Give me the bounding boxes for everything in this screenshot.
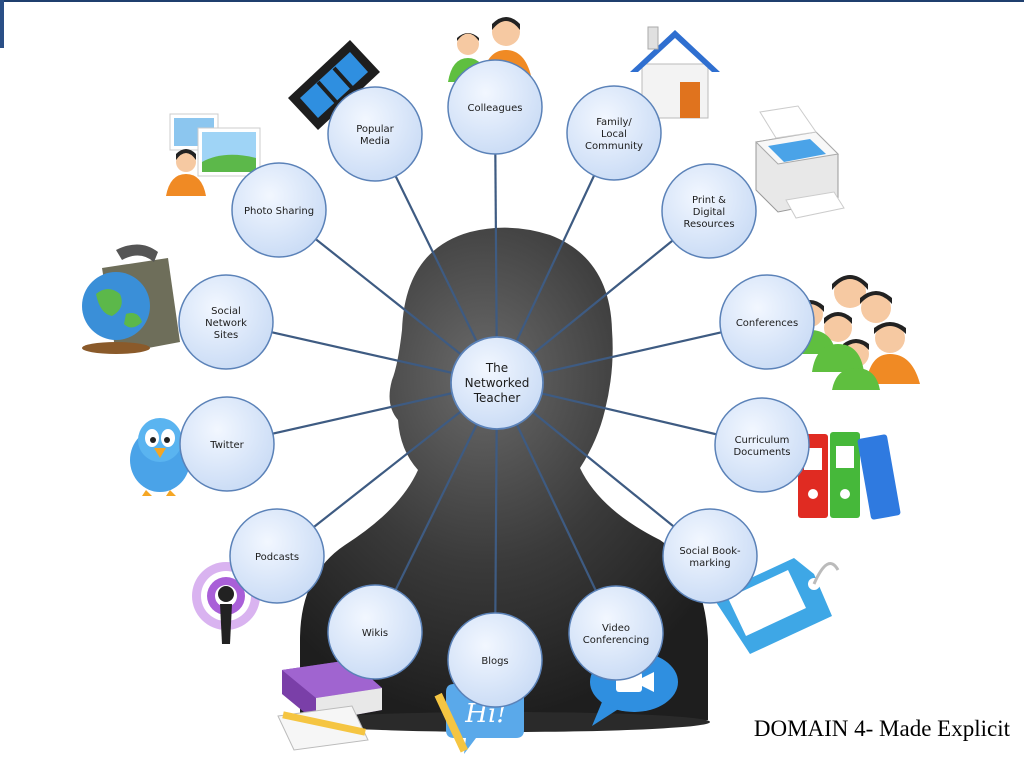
node-label-line: Social — [211, 306, 241, 317]
node-blogs: Blogs — [447, 612, 543, 708]
node-colleagues: Colleagues — [447, 59, 543, 155]
node-label-line: Video — [602, 623, 630, 634]
node-circle — [179, 396, 275, 492]
node-label-line: Digital — [693, 207, 725, 218]
node-label-line: Local — [601, 129, 627, 140]
node-label-line: Photo Sharing — [244, 206, 314, 217]
node-label-line: Popular — [356, 124, 394, 135]
node-twitter: Twitter — [179, 396, 275, 492]
printer-icon — [754, 105, 845, 219]
node-label-line: Media — [360, 136, 390, 147]
node-conferences: Conferences — [719, 274, 815, 370]
node-label-line: Twitter — [209, 440, 244, 451]
film-strip-icon — [288, 40, 380, 130]
globe-bag-icon — [82, 244, 180, 354]
node-label-line: Blogs — [481, 656, 508, 667]
center-circle — [450, 336, 544, 430]
node-circle — [661, 163, 757, 259]
node-social-bookmarking: Social Book-marking — [662, 508, 758, 604]
node-label-line: Print & — [692, 195, 726, 206]
node-circle — [447, 59, 543, 155]
node-circle — [568, 585, 664, 681]
node-podcasts: Podcasts — [229, 508, 325, 604]
node-label-line: Sites — [214, 330, 238, 341]
node-label-line: Documents — [733, 447, 790, 458]
bird-icon — [130, 418, 190, 496]
node-wikis: Wikis — [327, 584, 423, 680]
node-circle — [566, 85, 662, 181]
node-label-line: Community — [585, 141, 643, 152]
node-label-line: Network — [205, 318, 247, 329]
node-circle — [229, 508, 325, 604]
binders-icon — [798, 432, 901, 520]
tag-icon — [712, 558, 840, 654]
node-photo-sharing: Photo Sharing — [231, 162, 327, 258]
crowd-icon — [784, 275, 920, 390]
node-label-line: Podcasts — [255, 552, 299, 563]
node-circle — [662, 508, 758, 604]
node-circle — [231, 162, 327, 258]
node-label-line: Colleagues — [468, 103, 523, 114]
node-label-line: Wikis — [362, 628, 388, 639]
photos-icon — [166, 113, 261, 196]
top-rule — [0, 0, 1024, 2]
node-circle — [327, 86, 423, 182]
node-label-line: Conferences — [736, 318, 798, 329]
node-label-line: The — [485, 361, 508, 375]
node-circle — [327, 584, 423, 680]
node-label-line: marking — [689, 558, 730, 569]
node-label-line: Social Book- — [679, 546, 741, 557]
node-circle — [719, 274, 815, 370]
node-label-line: Conferencing — [583, 635, 649, 646]
node-circle — [178, 274, 274, 370]
node-label-line: Teacher — [473, 391, 521, 405]
node-label-line: Curriculum — [735, 435, 790, 446]
corner-mark — [0, 0, 4, 48]
slide-caption: DOMAIN 4- Made Explicit — [753, 716, 1010, 741]
node-label-line: Networked — [465, 376, 530, 390]
node-label-line: Resources — [683, 219, 734, 230]
node-label-line: Family/ — [596, 117, 632, 128]
node-circle — [714, 397, 810, 493]
node-circle — [447, 612, 543, 708]
